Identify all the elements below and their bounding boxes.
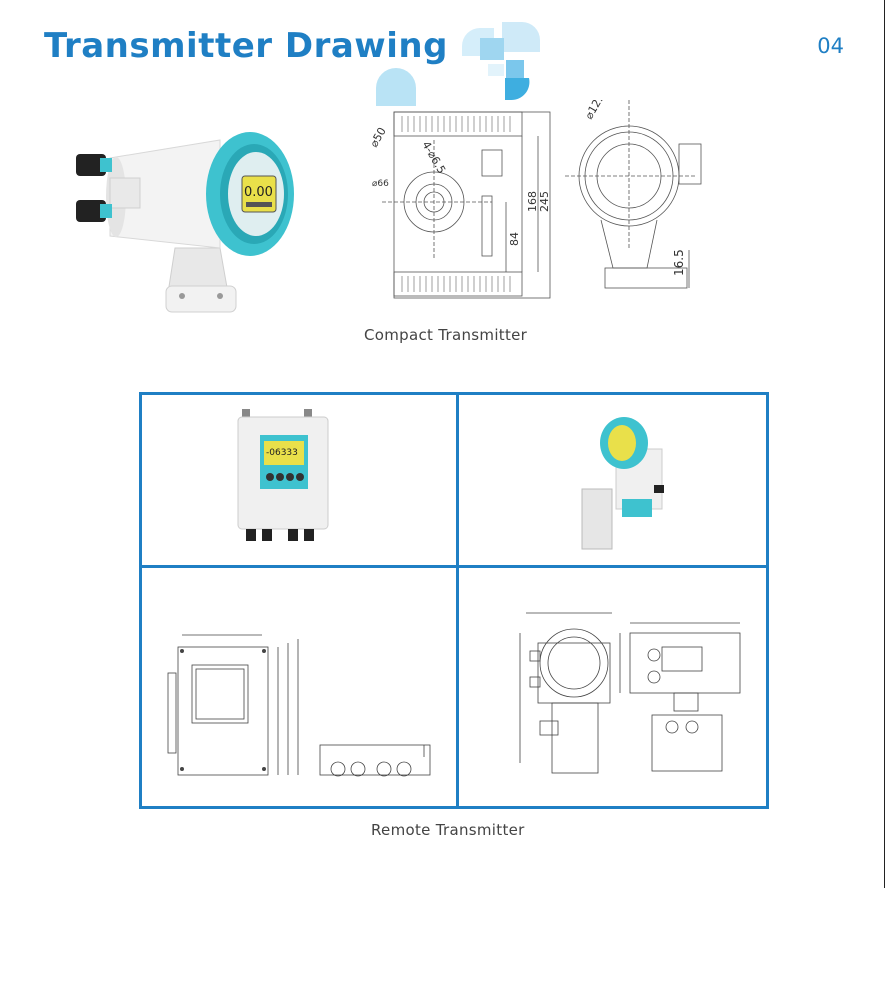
page-edge-line	[884, 0, 885, 888]
dim-d66: ⌀66	[372, 179, 389, 189]
dim-168: 168	[526, 191, 539, 212]
remote-wall-box-photo: -06333	[237, 409, 329, 541]
dim-84: 84	[508, 232, 521, 246]
compact-caption: Compact Transmitter	[364, 326, 528, 344]
compact-front-drawing: ⌀50 4-⌀6.5 ⌀66 168 245 84	[367, 111, 551, 299]
compact-lcd-value: 0.00	[244, 185, 273, 200]
remote-caption: Remote Transmitter	[371, 821, 525, 839]
grid-divider-horizontal	[142, 565, 766, 568]
remote-wall-box-drawing	[167, 634, 431, 777]
compact-transmitter-photo: 0.00	[76, 132, 294, 313]
dim-d125: ⌀125	[582, 100, 607, 122]
page-title: Transmitter Drawing	[44, 26, 448, 66]
dim-245: 245	[538, 191, 551, 212]
page-number: 04	[817, 34, 844, 58]
compact-side-drawing: ⌀125 16.5	[565, 100, 702, 289]
dim-holes: 4-⌀6.5	[419, 139, 448, 176]
dim-d50: ⌀50	[367, 125, 389, 149]
remote-lcd-value: -06333	[266, 448, 298, 458]
remote-head-drawing	[519, 612, 741, 774]
grid-divider-vertical	[456, 395, 459, 806]
decorative-shapes	[376, 22, 540, 106]
dim-16-5: 16.5	[672, 249, 686, 276]
remote-head-photo	[581, 417, 664, 550]
remote-transmitter-grid: -06333	[139, 392, 769, 809]
